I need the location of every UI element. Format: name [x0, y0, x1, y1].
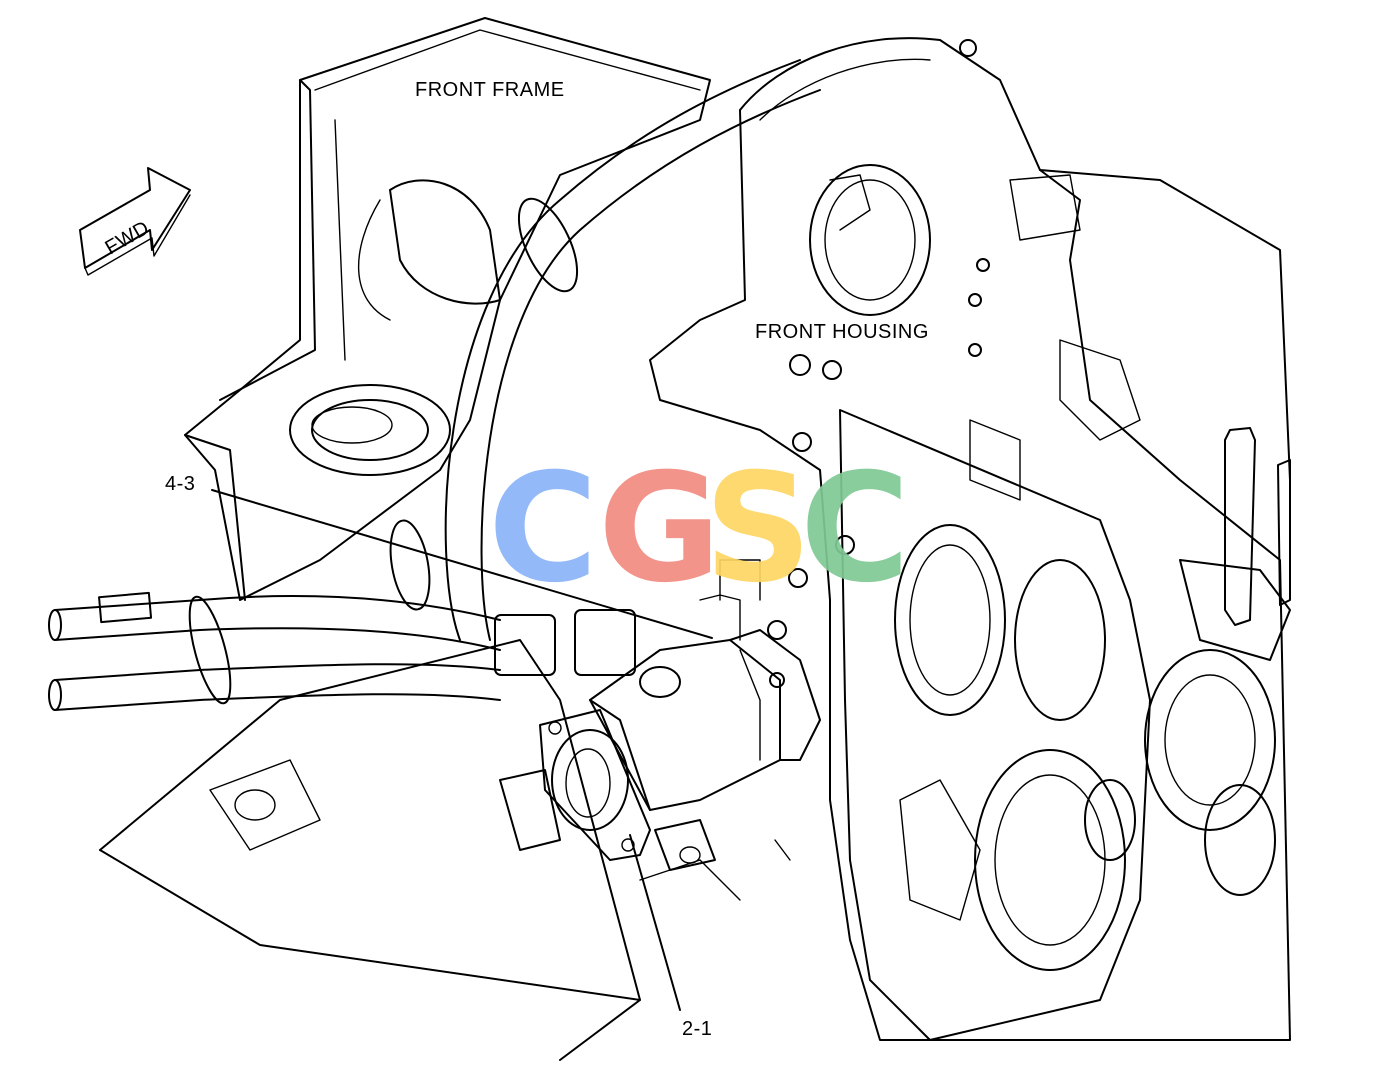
- watermark-letter-s: S: [704, 442, 812, 616]
- front-frame-label: FRONT FRAME: [415, 79, 565, 101]
- watermark-letter-g: G: [598, 442, 721, 616]
- leader-line-2-1: [629, 834, 681, 1011]
- callout-2-1: 2-1: [682, 1018, 712, 1040]
- leader-line-4-3: [211, 489, 713, 639]
- watermark-letter-c2: C: [800, 442, 910, 616]
- watermark-letter-c1: C: [488, 442, 598, 616]
- front-frame: [184, 17, 711, 601]
- front-housing-label: FRONT HOUSING: [755, 321, 929, 343]
- left-hoses: [48, 591, 636, 711]
- front-housing: [649, 37, 1291, 1041]
- pump-assembly: [499, 559, 821, 871]
- callout-4-3: 4-3: [165, 473, 195, 495]
- watermark-logo: C G S C: [488, 442, 910, 616]
- base-plate: [99, 639, 741, 1061]
- fwd-arrow: [79, 167, 191, 276]
- hose-loop: [389, 59, 821, 641]
